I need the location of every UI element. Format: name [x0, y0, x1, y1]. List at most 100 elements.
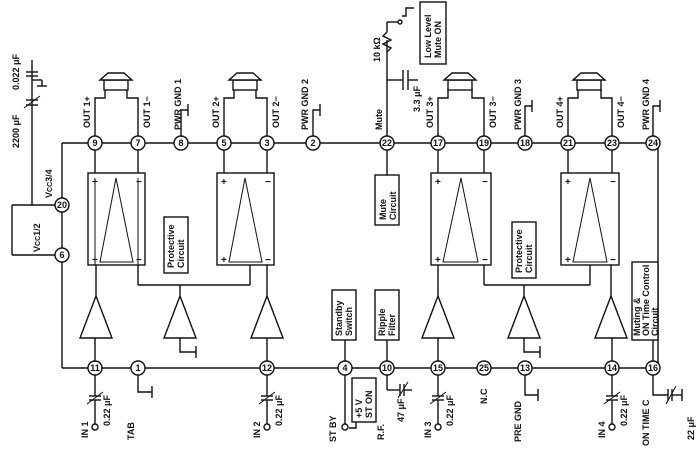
pre-gnd-label: PRE GND: [513, 400, 523, 442]
low-level-mute-label: Low LevelMute ON: [423, 14, 443, 58]
pin-label: 10: [382, 363, 392, 373]
pin-label: 1: [135, 363, 140, 373]
pin-25: [476, 360, 492, 376]
pin-label: 14: [607, 363, 617, 373]
protective-circuit-2-label: ProtectiveCircuit: [514, 229, 534, 273]
output-amp-4: [560, 172, 620, 266]
tab-label: TAB: [126, 422, 136, 440]
in4-cap-label: 0.22 μF: [619, 394, 629, 426]
mute-circuit-label: MuteCircuit: [378, 191, 398, 220]
pwr-gnd1-label: PWR GND 1: [173, 79, 183, 130]
pin-label: 3: [264, 138, 269, 148]
amp-mark: +: [92, 255, 98, 266]
st-on-box: [351, 377, 377, 423]
vcc34-label: VCC3/4: [44, 169, 54, 198]
output-amp-1: [87, 172, 146, 266]
speaker-icon: [223, 72, 268, 136]
muting-on-time-label: Muting &ON Time ControlCircuit: [632, 265, 660, 336]
pin-label: 9: [92, 138, 97, 148]
amp-mark: +: [221, 177, 227, 188]
speaker-icon: [94, 72, 139, 136]
pin-label: 24: [648, 138, 658, 148]
amp-mark: +: [435, 177, 441, 188]
amp-mark: −: [136, 177, 142, 188]
out2-plus-label: OUT 2+: [211, 96, 221, 128]
in1-label: IN 1: [80, 421, 90, 438]
pwr-gnd3-label: PWR GND 3: [513, 79, 523, 130]
out4-minus-label: OUT 4−: [616, 96, 626, 128]
preamp-3: [420, 265, 456, 361]
mute-network: [381, 7, 418, 136]
pin-markers: [54, 135, 661, 376]
pin-label: 11: [90, 363, 100, 373]
output-wires: [94, 150, 613, 175]
mute-label: Mute: [374, 109, 384, 130]
amp-mark: −: [610, 177, 616, 188]
pin-label: 12: [262, 363, 272, 373]
ripple-filter-label: RippleFilter: [377, 308, 397, 336]
in3-cap-label: 0.22 μF: [445, 394, 455, 426]
out2-minus-label: OUT 2−: [271, 96, 281, 128]
st-on-label: +5 VST ON: [354, 390, 374, 418]
pin-label: 17: [433, 138, 443, 148]
cap-big-label: 2200 μF: [11, 114, 21, 148]
preamp-2: [249, 265, 285, 361]
amp-mark: +: [565, 255, 571, 266]
in2-label: IN 2: [252, 421, 262, 438]
pwr-gnd4-label: PWR GND 4: [641, 79, 651, 130]
pin-label: 23: [607, 138, 617, 148]
pin-label: 22: [382, 138, 392, 148]
out4-plus-label: OUT 4+: [555, 96, 565, 128]
mute-resistor-label: 10 kΩ: [372, 37, 382, 62]
protective-circuit-1: [163, 216, 189, 274]
protective-circuit-2: [511, 221, 537, 279]
out3-plus-label: OUT 3+: [425, 96, 435, 128]
amp-mark: −: [265, 255, 271, 266]
amp-mark: −: [265, 177, 271, 188]
speaker-icon: [437, 72, 485, 136]
pin-6: [54, 247, 70, 263]
on-time-cap-label: 22 μF: [686, 416, 696, 440]
amp-mark: +: [221, 255, 227, 266]
amp-mark: +: [565, 177, 571, 188]
inverter-amp-2: [483, 265, 591, 358]
pwr-gnd2-label: PWR GND 2: [300, 79, 310, 130]
vcc12-label: VCC1/2: [32, 223, 42, 252]
mute-circuit-box: [374, 174, 400, 226]
pin-20: [54, 197, 70, 213]
out3-minus-label: OUT 3−: [488, 96, 498, 128]
pin-label: 8: [178, 138, 183, 148]
output-amp-3: [430, 172, 492, 266]
cap-small-label: 0.022 μF: [11, 53, 21, 90]
ripple-filter-box: [374, 289, 400, 341]
in4-label: IN 4: [597, 421, 607, 438]
supply-network: [11, 60, 62, 256]
amp-mark: −: [482, 255, 488, 266]
output-amp-2: [216, 172, 275, 266]
rf-label: R.F.: [376, 424, 386, 440]
mute-cap-label: 3.3 μF: [412, 85, 422, 112]
out1-plus-label: OUT 1+: [82, 96, 92, 128]
pin-label: 16: [648, 363, 658, 373]
pin-label: 7: [135, 138, 140, 148]
stby-label: ST BY: [328, 415, 338, 442]
in2-cap-label: 0.22 μF: [274, 394, 284, 426]
preamp-4: [593, 265, 629, 361]
nc-label: N.C: [479, 388, 489, 404]
pin-label: 13: [520, 363, 530, 373]
pin-label: 20: [57, 200, 67, 210]
amp-mark: +: [435, 255, 441, 266]
muting-on-time-box: [631, 261, 659, 341]
on-time-c-label: ON TIME C: [641, 399, 651, 446]
ground-icon: [180, 100, 661, 136]
pin-label: 6: [59, 250, 64, 260]
pin-label: 25: [479, 363, 489, 373]
low-level-mute-box: [419, 1, 447, 65]
pin-label: 4: [342, 363, 347, 373]
amp-mark: +: [92, 177, 98, 188]
preamp-1: [78, 265, 114, 361]
pin-label: 5: [221, 138, 226, 148]
bottom-externals: [86, 375, 683, 431]
amp-mark: −: [136, 255, 142, 266]
